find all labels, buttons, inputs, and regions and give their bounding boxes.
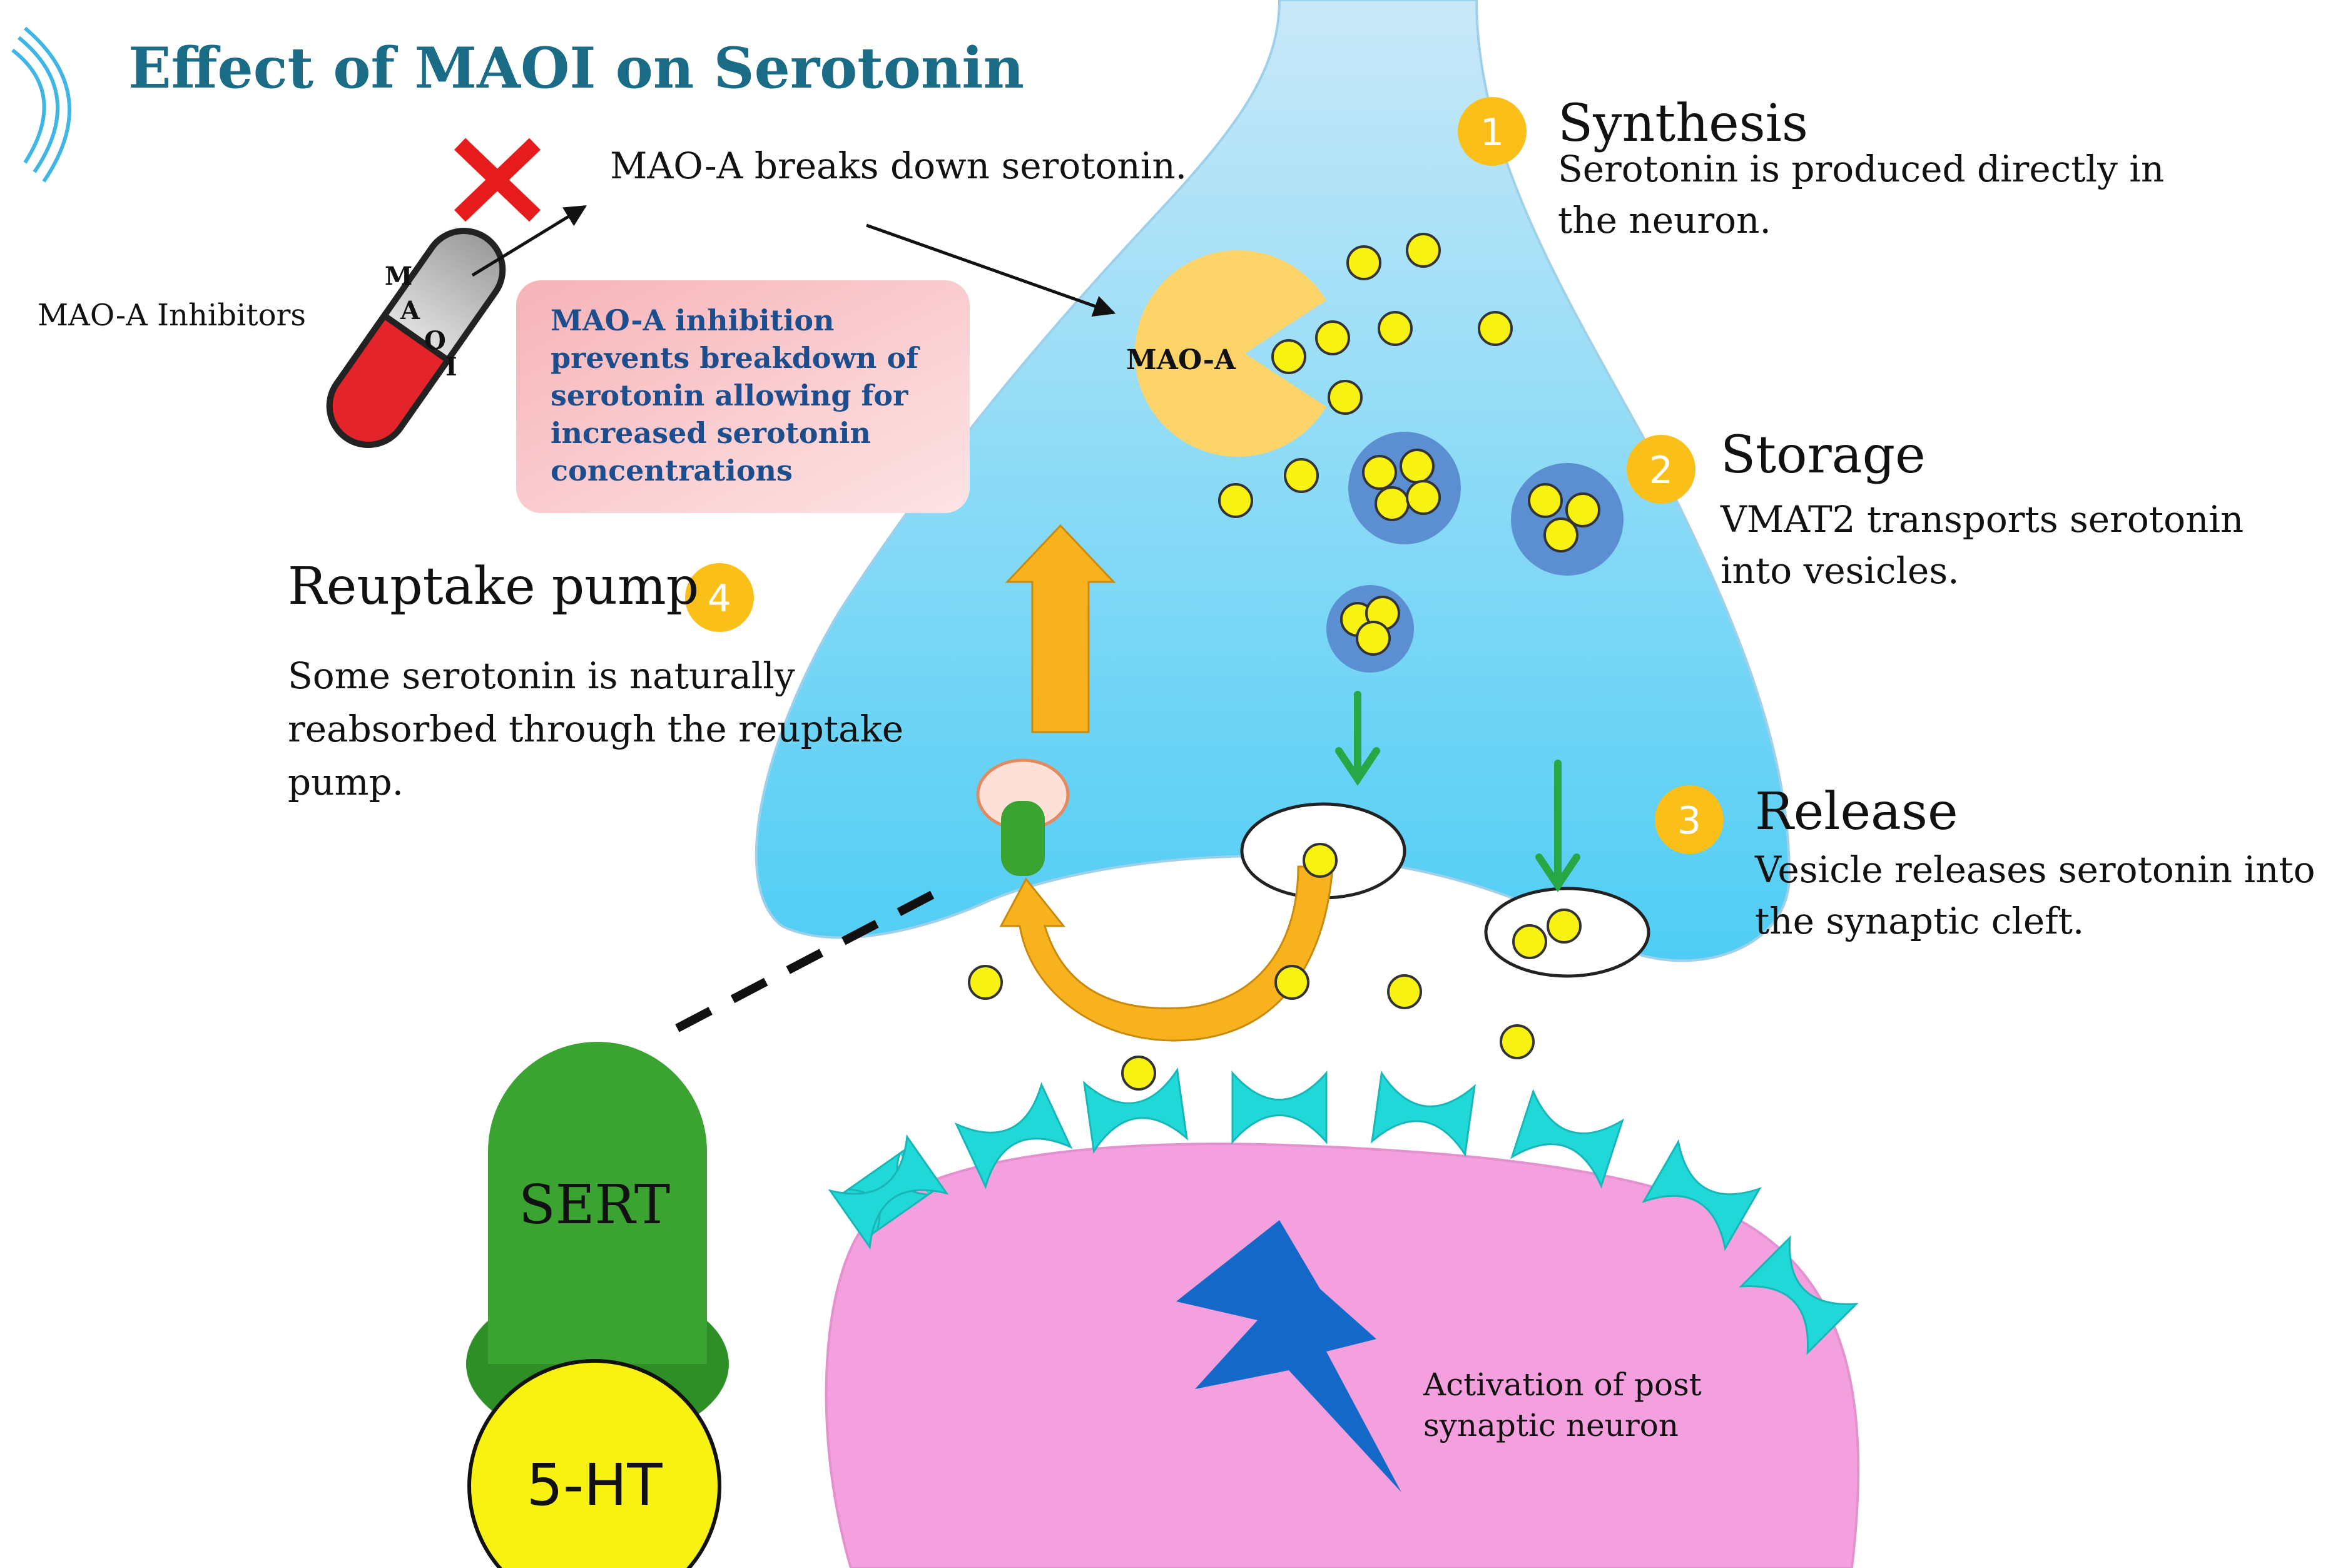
serotonin-dot: [1387, 974, 1422, 1009]
receptor-group: [828, 1067, 1859, 1355]
pill-letter: I: [445, 352, 457, 382]
serotonin-dot: [1400, 449, 1435, 484]
serotonin-dot: [1378, 311, 1413, 346]
activation-line: Activation of post: [1423, 1367, 1702, 1403]
inhibition-callout-line: MAO-A inhibition: [551, 303, 835, 337]
step-title: Release: [1755, 782, 1958, 842]
logo-swoosh-icon: [11, 26, 71, 183]
serotonin-dot: [1406, 480, 1441, 515]
step-number: 2: [1649, 449, 1673, 492]
upward-arrow: [1005, 524, 1116, 733]
receptor: [1083, 1067, 1188, 1154]
five-ht-molecule: [467, 1359, 721, 1568]
receptor: [1231, 1071, 1328, 1144]
inhibition-callout-line: increased serotonin: [551, 416, 871, 450]
step-description-line: the synaptic cleft.: [1755, 900, 2084, 942]
pill-icon: [326, 228, 506, 448]
activation-label: Activation of post synaptic neuron: [1423, 1367, 1702, 1443]
presynaptic-neuron: [755, 0, 1791, 962]
reuptake-pump: [1001, 801, 1045, 876]
pill-letter: O: [424, 326, 446, 355]
serotonin-dot: [1362, 455, 1397, 490]
diagram-title: Effect of MAOI on Serotonin: [128, 35, 1024, 101]
serotonin-dot: [1500, 1024, 1535, 1059]
serotonin-dot: [1121, 1056, 1156, 1091]
maoa-breaks-label: MAO-A breaks down serotonin.: [610, 145, 1187, 187]
release-arrows: [1335, 691, 1580, 892]
receptor: [1510, 1089, 1624, 1189]
step-badge: [685, 563, 754, 632]
receptor: [828, 1134, 949, 1250]
step-description-line: reabsorbed through the reuptake: [288, 708, 903, 750]
inhibition-callout-line: prevents breakdown of: [551, 341, 920, 375]
serotonin-dot: [1284, 458, 1319, 493]
serotonin-molecules: [968, 233, 1600, 1091]
step-description-line: the neuron.: [1558, 199, 1771, 242]
serotonin-dot: [1274, 965, 1309, 1000]
step-description-line: pump.: [288, 761, 404, 803]
activation-line: synaptic neuron: [1423, 1407, 1679, 1443]
inhibition-callout-text: MAO-A inhibition prevents breakdown of ser…: [551, 303, 920, 487]
step-badge: [1458, 97, 1527, 166]
step-badge: [1655, 785, 1724, 854]
serotonin-dot: [1547, 909, 1582, 944]
serotonin-dot: [1478, 311, 1513, 346]
serotonin-dot: [1375, 486, 1410, 521]
inhibition-callout-line: concentrations: [551, 454, 793, 487]
step-number: 3: [1677, 799, 1701, 843]
cross-icon: [454, 138, 541, 222]
reuptake-flow-arrow: [999, 865, 1334, 1042]
receptor: [954, 1082, 1073, 1189]
serotonin-dot: [1565, 492, 1600, 527]
step-description-line: Vesicle releases serotonin into: [1754, 848, 2315, 891]
receptor: [1371, 1070, 1476, 1158]
serotonin-dot: [1218, 483, 1253, 518]
maoa-pointer-arrow: [866, 223, 1116, 317]
serotonin-dot: [1512, 924, 1547, 959]
maoa-enzyme-label: MAO-A: [1126, 344, 1236, 376]
lightning-icon: [1176, 1220, 1401, 1492]
inhibition-callout-line: serotonin allowing for: [551, 379, 908, 412]
step-badge: [1627, 435, 1695, 504]
step-title: Synthesis: [1558, 94, 1808, 153]
sert-connector: [661, 890, 935, 1040]
postsynaptic-neuron: [825, 1143, 1860, 1568]
receptor: [1739, 1235, 1859, 1355]
serotonin-dot: [1315, 320, 1350, 355]
step-description-line: VMAT2 transports serotonin: [1720, 498, 2244, 541]
inhibition-callout: [516, 280, 970, 513]
serotonin-dot: [1356, 621, 1391, 656]
inhibits-arrow: [471, 205, 587, 277]
pill-letter: A: [400, 296, 420, 325]
serotonin-dot: [1328, 380, 1363, 415]
maoa-enzyme: [1134, 250, 1326, 457]
pill-letter: M: [385, 262, 412, 291]
step-description-line: Some serotonin is naturally: [288, 654, 795, 697]
serotonin-dot: [1271, 339, 1306, 374]
vesicle: [1348, 432, 1461, 544]
step-title: Reuptake pump: [288, 557, 699, 616]
maoa-inhibitors-label: MAO-A Inhibitors: [38, 298, 306, 333]
serotonin-dot: [1346, 245, 1381, 280]
step-description-line: Serotonin is produced directly in: [1558, 148, 2164, 190]
serotonin-dot: [1543, 517, 1578, 552]
step-title: Storage: [1721, 425, 1926, 485]
serotonin-dot: [968, 965, 1003, 1000]
step-description-line: into vesicles.: [1721, 549, 1959, 592]
receptor: [1642, 1139, 1762, 1251]
serotonin-dot: [1406, 233, 1441, 268]
step-number: 1: [1480, 111, 1504, 155]
five-ht-label: 5-HT: [526, 1452, 663, 1519]
sert-label: SERT: [519, 1174, 670, 1236]
serotonin-dot: [1528, 483, 1563, 518]
step-number: 4: [708, 577, 731, 621]
serotonin-dot: [1303, 843, 1338, 878]
